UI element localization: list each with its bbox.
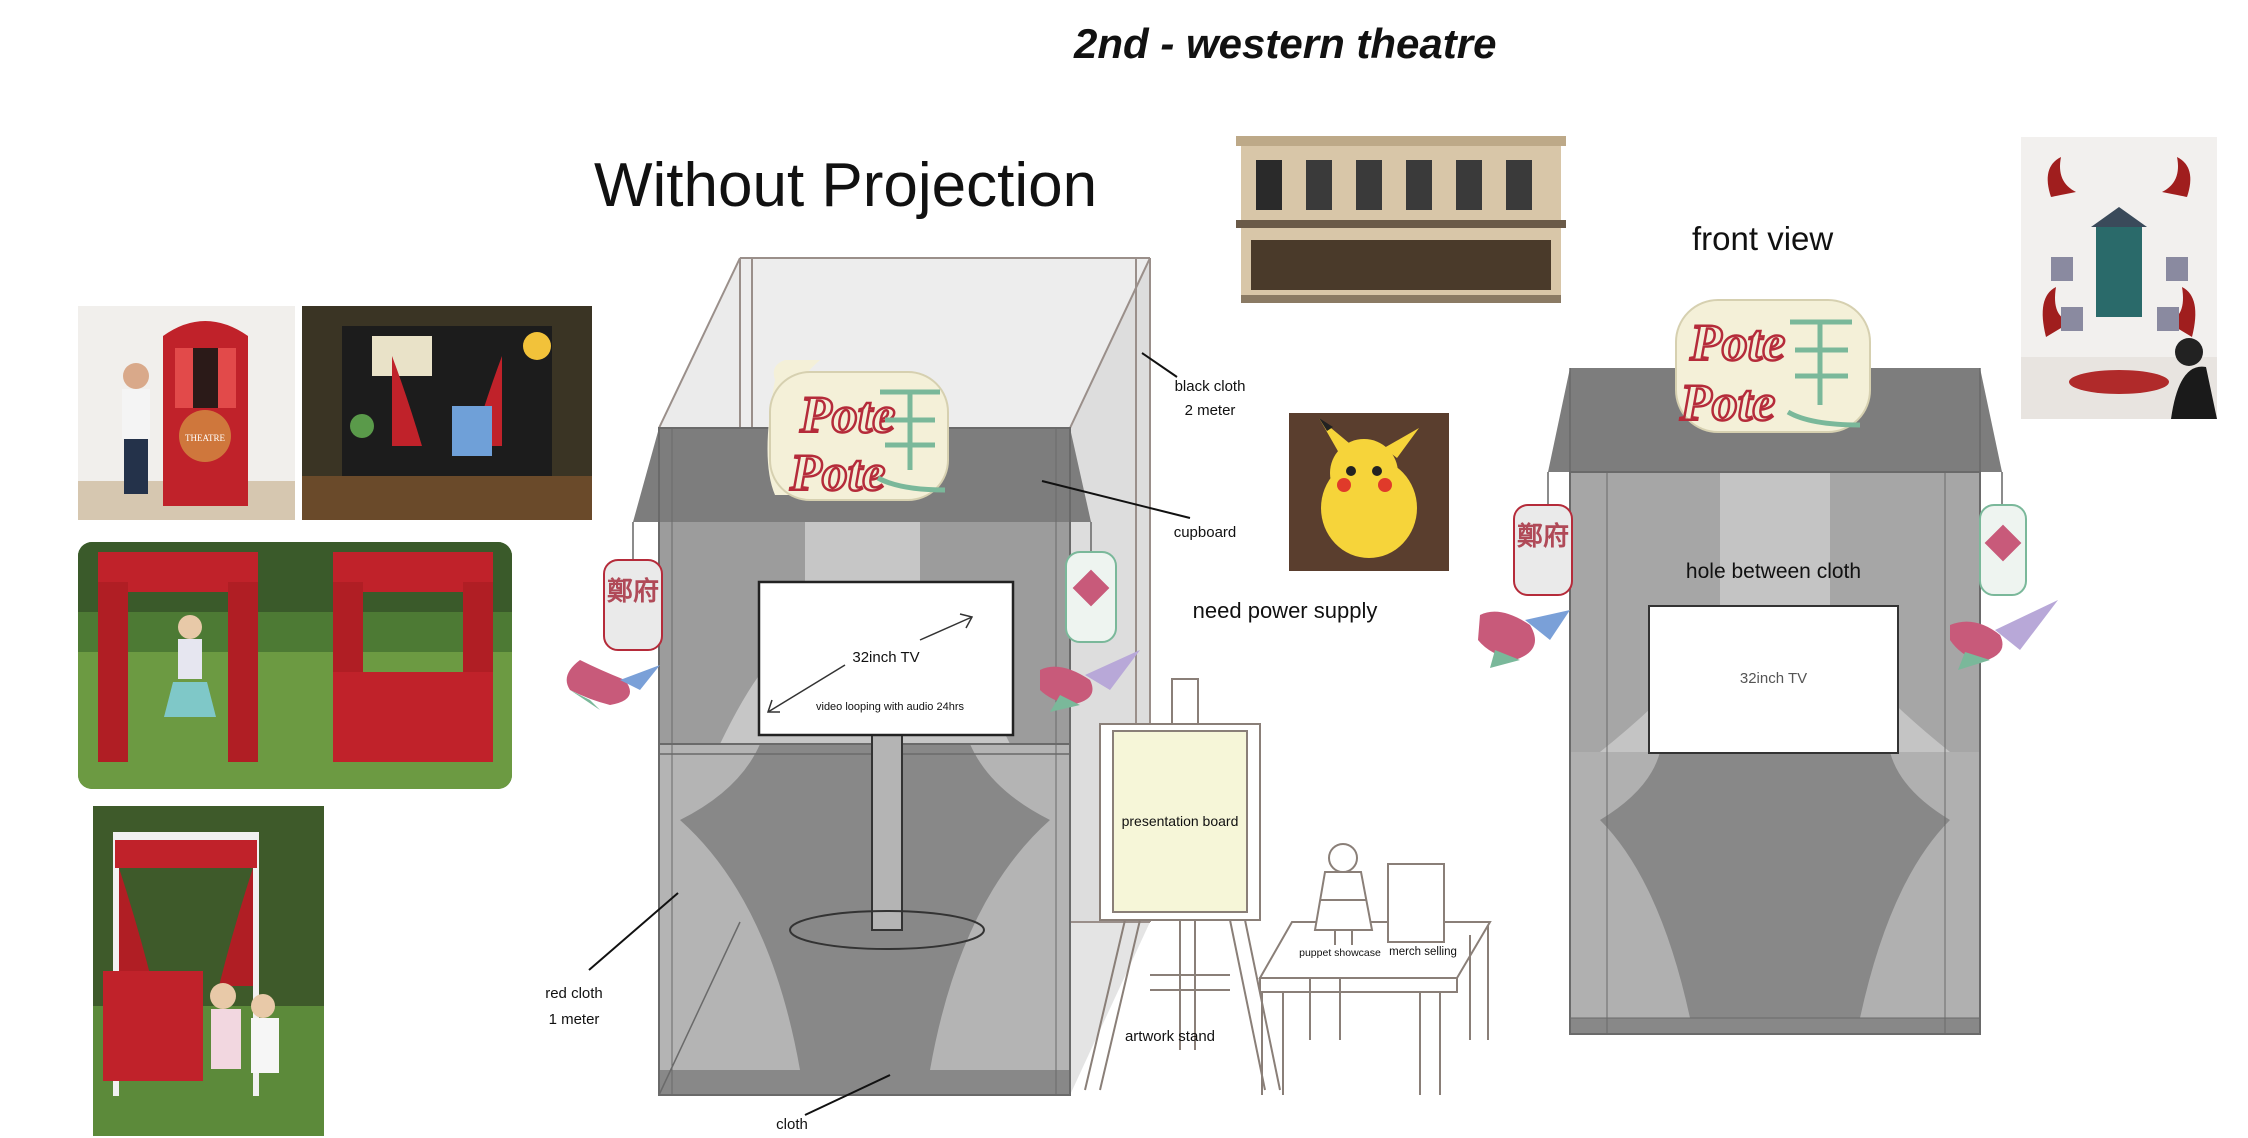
label-artwork-stand: artwork stand (1124, 1028, 1216, 1045)
stage-cabinet (633, 427, 1091, 1096)
label-red-cloth-size: 1 meter (548, 1011, 600, 1028)
label-cupboard: cupboard (1173, 524, 1237, 541)
sign-glyph (876, 389, 946, 493)
reference-photo-pikachu (1289, 413, 1449, 571)
label-black-cloth: black cloth (1174, 378, 1246, 395)
presentation-easel (1084, 678, 1281, 1091)
label-black-cloth-size: 2 meter (1184, 402, 1236, 419)
merch-table (1258, 843, 1492, 1095)
lantern-left-glyphs: 鄭府 (607, 576, 659, 606)
reference-photo-pipe-theatre (93, 806, 324, 1136)
label-cloth: cloth (776, 1116, 808, 1133)
label-tv: 32inch TV (852, 649, 920, 666)
lantern-left: 鄭府 (566, 522, 663, 710)
tv-stand (789, 734, 985, 950)
front-sign-text-line1: Pote (1689, 315, 1785, 372)
photo-theatre-text: THEATRE (185, 433, 225, 443)
reference-photo-trifold-board (302, 306, 592, 520)
section-title: Without Projection (594, 151, 1098, 220)
pote-pote-sign: Pote Pote (767, 360, 949, 503)
reference-photo-gallery-wall (2021, 137, 2217, 419)
label-video-looping: video looping with audio 24hrs (816, 701, 964, 713)
front-lantern-right (1950, 472, 2058, 670)
label-merch-selling: merch selling (1389, 946, 1457, 958)
label-red-cloth: red cloth (545, 985, 603, 1002)
label-hole-between-cloth: hole between cloth (1685, 560, 1862, 583)
sign-text-line1: Pote (799, 387, 895, 444)
label-puppet-showcase: puppet showcase (1299, 947, 1381, 959)
front-pote-pote-sign: Pote Pote (1675, 299, 1871, 433)
lantern-right (1040, 522, 1140, 712)
front-lantern-left: 鄭府 (1478, 472, 1573, 668)
front-tv-screen (1648, 605, 1899, 754)
page-title: 2nd - western theatre (1074, 20, 1497, 67)
reference-photo-kids-theatre: THEATRE (78, 306, 295, 520)
label-presentation-board: presentation board (1121, 813, 1239, 829)
label-front-tv: 32inch TV (1739, 670, 1808, 687)
label-need-power-supply: need power supply (1192, 598, 1378, 623)
reference-photo-shophouse (1236, 130, 1566, 313)
sign-text-line2: Pote (789, 445, 885, 502)
front-lantern-left-glyphs: 鄭府 (1517, 521, 1569, 551)
reference-photo-red-curtains-garden (78, 542, 512, 789)
front-sign-text-line2: Pote (1679, 375, 1775, 432)
tv-screen (757, 580, 1015, 737)
front-view-title: front view (1692, 220, 1834, 257)
